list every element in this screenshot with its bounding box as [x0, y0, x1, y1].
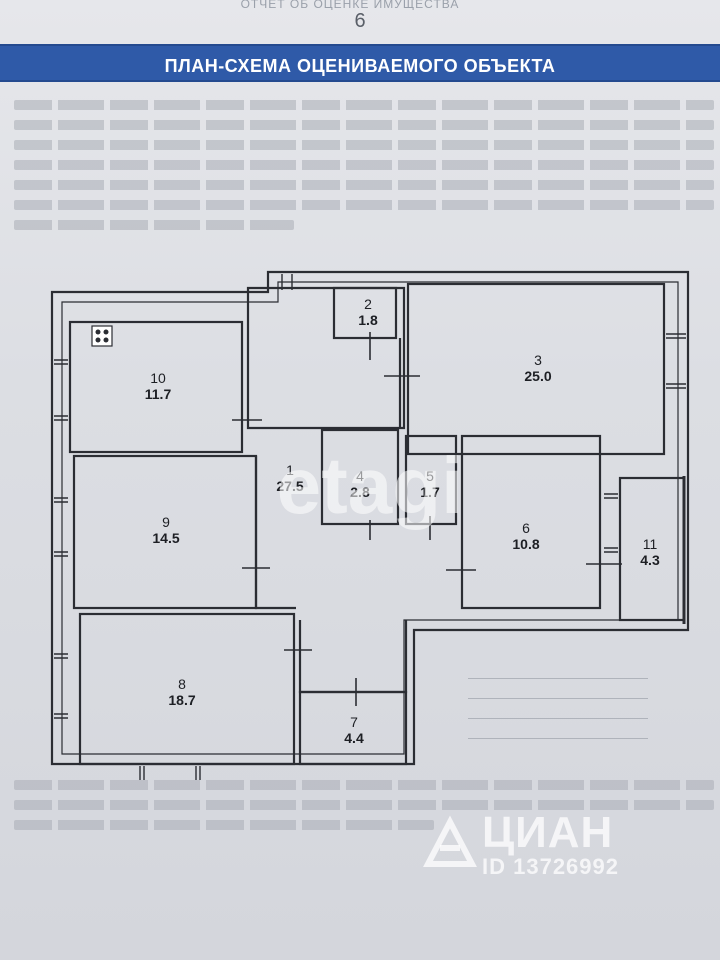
faded-text-line [14, 180, 714, 190]
room-2-walls [332, 286, 398, 340]
room-area: 2.8 [350, 484, 370, 500]
room-area: 1.7 [420, 484, 440, 500]
faded-legend-line [468, 672, 648, 679]
faded-legend-line [468, 692, 648, 699]
room-number: 2 [364, 296, 372, 312]
room-label-1: 1 27.5 [250, 462, 330, 494]
faded-text-line [14, 220, 294, 230]
room-number: 3 [534, 352, 542, 368]
faded-legend-line [468, 712, 648, 719]
room-number: 9 [162, 514, 170, 530]
room-3-walls [406, 282, 666, 456]
room-area: 27.5 [276, 478, 304, 494]
section-header: ПЛАН-СХЕМА ОЦЕНИВАЕМОГО ОБЪЕКТА [0, 44, 720, 82]
window [54, 359, 68, 421]
window [54, 653, 68, 719]
partition-wall [254, 456, 296, 610]
faded-text-line [14, 100, 714, 110]
room-label-7: 7 4.4 [314, 714, 394, 746]
stove-icon [91, 325, 113, 347]
room-label-2: 2 1.8 [328, 296, 408, 328]
room-area: 1.8 [358, 312, 378, 328]
cian-logo-icon [423, 815, 477, 867]
room-label-11: 11 4.3 [610, 536, 690, 568]
room-label-6: 6 10.8 [486, 520, 566, 552]
room-area: 18.7 [168, 692, 196, 708]
room-number: 11 [642, 536, 658, 552]
window [281, 274, 293, 290]
faded-text-line [14, 780, 714, 790]
faded-text-line [14, 160, 714, 170]
listing-id: ID 13726992 [482, 854, 619, 879]
room-label-3: 3 25.0 [498, 352, 578, 384]
room-area: 11.7 [144, 386, 172, 402]
room-area: 14.5 [152, 530, 180, 546]
faded-text-line [14, 800, 714, 810]
room-number: 8 [178, 676, 186, 692]
section-title: ПЛАН-СХЕМА ОЦЕНИВАЕМОГО ОБЪЕКТА [164, 56, 556, 76]
faded-text-line [14, 140, 714, 150]
window [139, 766, 201, 780]
floor-plan: 1 27.5 2 1.8 3 25.0 4 2.8 5 1.7 6 10.8 7… [0, 240, 720, 800]
room-6-walls [460, 434, 602, 610]
window [666, 333, 686, 389]
cian-watermark: ЦИАН ID 13726992 [420, 808, 700, 888]
window [54, 497, 68, 557]
window [604, 493, 618, 553]
room-number: 4 [356, 468, 364, 484]
room-number: 7 [350, 714, 358, 730]
floor-plan-drawing [50, 270, 690, 780]
room-label-5: 5 1.7 [390, 468, 470, 500]
faded-text-line [14, 120, 714, 130]
room-number: 1 [286, 462, 294, 478]
room-label-10: 10 11.7 [118, 370, 198, 402]
faded-legend-line [468, 732, 648, 739]
room-5-walls [404, 434, 458, 526]
room-10-walls [68, 320, 244, 454]
room-area: 4.3 [640, 552, 660, 568]
room-area: 25.0 [524, 368, 552, 384]
room-area: 10.8 [512, 536, 540, 552]
top-strip-text: ОТЧЕТ ОБ ОЦЕНКЕ ИМУЩЕСТВА [240, 0, 460, 10]
etagi-watermark: etagi [276, 441, 464, 530]
room-number: 10 [150, 370, 166, 386]
room-area: 4.4 [344, 730, 364, 746]
faded-text-line [14, 820, 434, 830]
partition-wall [298, 620, 408, 694]
faded-text-line [14, 200, 714, 210]
room-label-9: 9 14.5 [126, 514, 206, 546]
room-label-8: 8 18.7 [142, 676, 222, 708]
room-number: 5 [426, 468, 434, 484]
page-number: 6 [354, 10, 366, 32]
room-label-4: 4 2.8 [320, 468, 400, 500]
room-4-walls [320, 428, 400, 526]
room-8-walls [78, 612, 296, 766]
room-number: 6 [522, 520, 530, 536]
cian-wordmark: ЦИАН [482, 808, 614, 857]
